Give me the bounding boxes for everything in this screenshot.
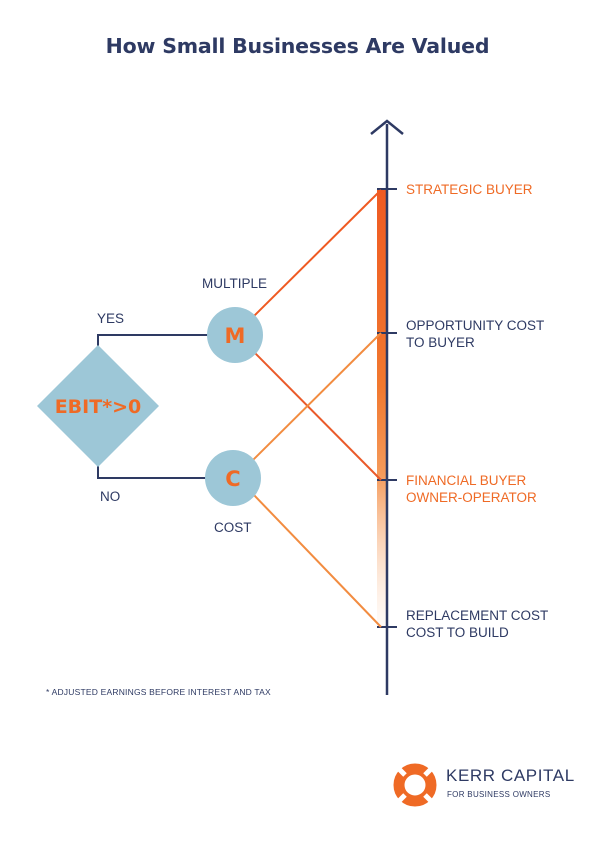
cost-letter: C xyxy=(225,467,240,491)
cost-circle xyxy=(205,450,261,506)
connector-cost-opportunity xyxy=(251,332,382,462)
level-replacement-cost-sub: COST TO BUILD xyxy=(406,625,509,640)
level-financial-buyer: FINANCIAL BUYER xyxy=(406,473,527,488)
level-opportunity-cost-sub: TO BUYER xyxy=(406,335,475,350)
footnote: * ADJUSTED EARNINGS BEFORE INTEREST AND … xyxy=(46,687,271,697)
level-financial-buyer-sub: OWNER-OPERATOR xyxy=(406,490,537,505)
multiple-circle xyxy=(207,307,263,363)
connector-cost-replacement xyxy=(251,492,382,628)
page-title: How Small Businesses Are Valued xyxy=(105,34,490,58)
connector-multiple-strategic xyxy=(251,189,382,319)
connector-multiple-financial xyxy=(251,349,382,481)
decision-diamond xyxy=(37,345,159,467)
level-opportunity-cost: OPPORTUNITY COST xyxy=(406,318,544,333)
brand-tagline: FOR BUSINESS OWNERS xyxy=(447,790,551,799)
cost-label: COST xyxy=(214,520,252,535)
level-strategic-buyer: STRATEGIC BUYER xyxy=(406,182,533,197)
yes-label: YES xyxy=(97,311,124,326)
brand-name: KERR CAPITAL xyxy=(446,766,575,785)
axis-arrow-icon xyxy=(370,119,404,135)
value-gradient-bar xyxy=(377,189,387,627)
brand-logo: KERR CAPITAL FOR BUSINESS OWNERS xyxy=(392,762,575,807)
no-label: NO xyxy=(100,489,120,504)
multiple-label: MULTIPLE xyxy=(202,276,267,291)
level-replacement-cost: REPLACEMENT COST xyxy=(406,608,548,623)
decision-label: EBIT*>0 xyxy=(55,396,142,418)
multiple-letter: M xyxy=(225,324,246,348)
lifebuoy-icon xyxy=(393,763,437,807)
